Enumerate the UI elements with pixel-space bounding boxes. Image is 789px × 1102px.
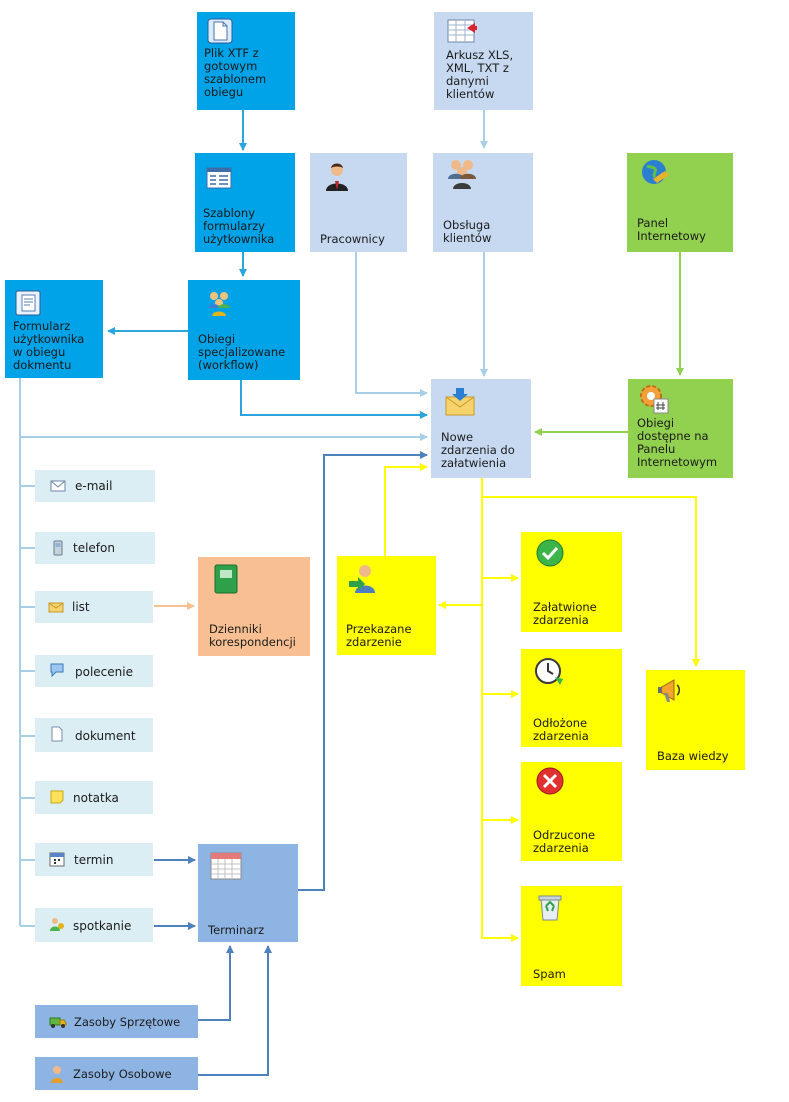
new-mail-icon xyxy=(445,388,475,416)
panel-label: Panel Internetowy xyxy=(637,216,706,243)
obiegi-spec-label: Obiegi specjalizowane (workflow) xyxy=(198,332,286,372)
trash-icon xyxy=(538,895,562,921)
form-document-icon xyxy=(15,290,41,316)
terminarz-label: Terminarz xyxy=(208,923,265,937)
zasoby-sprzetowe-box: Zasoby Sprzętowe xyxy=(35,1005,198,1038)
clock-icon xyxy=(535,658,563,685)
cancel-icon xyxy=(536,767,564,795)
channel-polecenie: polecenie xyxy=(35,655,153,687)
obsluga-label: Obsługa klientów xyxy=(443,218,492,245)
arrow-terminarz-nowe xyxy=(298,451,428,891)
megaphone-icon xyxy=(658,679,680,702)
channel-dokument-label: dokument xyxy=(75,729,136,743)
arrow-osobowe-terminarz xyxy=(198,945,272,1076)
szablony-box: Szablony formularzy użytkownika xyxy=(195,153,295,252)
odrzucone-label: Odrzucone zdarzenia xyxy=(533,828,596,855)
trunk-branches xyxy=(20,485,35,927)
nowe-box: Nowe zdarzenia do załatwienia xyxy=(431,379,531,478)
channel-polecenie-label: polecenie xyxy=(75,665,133,679)
channel-dokument: dokument xyxy=(35,718,153,752)
arrow-pracownicy-nowe xyxy=(355,252,428,397)
document-icon xyxy=(207,18,233,44)
users-group-icon xyxy=(208,292,230,316)
plik-xtf-box: Plik XTF z gotowym szablonem obiegu xyxy=(197,12,295,110)
arrow-obiegi-nowe xyxy=(240,380,428,419)
odlozone-box: Odłożone zdarzenia xyxy=(521,649,622,747)
odrzucone-box: Odrzucone zdarzenia xyxy=(521,762,622,861)
calendar-day-icon xyxy=(49,852,65,867)
channel-termin: termin xyxy=(35,843,153,876)
channel-telefon: telefon xyxy=(35,532,155,564)
plik-xtf-label: Plik XTF z gotowym szablonem obiegu xyxy=(204,46,267,99)
spam-box: Spam xyxy=(521,886,622,986)
channel-spotkanie-label: spotkanie xyxy=(73,919,132,933)
arrow-to-baza xyxy=(482,496,700,667)
formularz-label: Formularz użytkownika w obiegu dokmentu xyxy=(13,319,85,372)
arrow-przekazane-nowe xyxy=(384,463,428,556)
truck-icon xyxy=(49,1017,67,1028)
spam-label: Spam xyxy=(533,967,566,981)
calendar-icon xyxy=(210,852,242,880)
formularz-box: Formularz użytkownika w obiegu dokmentu xyxy=(5,280,103,378)
przekazane-label: Przekazane zdarzenie xyxy=(346,622,412,649)
obiegi-spec-box: Obiegi specjalizowane (workflow) xyxy=(188,280,300,380)
journal-icon xyxy=(214,564,238,594)
channel-email: e-mail xyxy=(35,470,155,502)
document-small-icon xyxy=(51,726,63,742)
customers-icon xyxy=(448,160,476,189)
settings-web-icon xyxy=(640,385,669,414)
baza-label: Baza wiedzy xyxy=(657,749,729,763)
panel-box: Panel Internetowy xyxy=(627,153,733,252)
channel-spotkanie: spotkanie xyxy=(35,908,153,942)
channel-notatka: notatka xyxy=(35,781,153,814)
note-icon xyxy=(50,790,64,804)
spreadsheet-icon xyxy=(447,19,477,43)
zalatwione-label: Załatwione zdarzenia xyxy=(533,600,597,627)
zasoby-osobowe-label: Zasoby Osobowe xyxy=(73,1067,172,1081)
phone-icon xyxy=(53,540,63,556)
baza-box: Baza wiedzy xyxy=(646,670,745,770)
channel-telefon-label: telefon xyxy=(73,541,115,555)
zasoby-osobowe-box: Zasoby Osobowe xyxy=(35,1057,198,1090)
globe-icon xyxy=(642,160,669,184)
channel-notatka-label: notatka xyxy=(73,791,119,805)
odlozone-label: Odłożone zdarzenia xyxy=(533,716,589,743)
arrow-sprzetowe-terminarz xyxy=(198,945,234,1021)
arkusz-label: Arkusz XLS, XML, TXT z danymi klientów xyxy=(446,48,514,101)
person-icon xyxy=(51,1066,63,1083)
meeting-icon xyxy=(50,918,64,931)
przekazane-box: Przekazane zdarzenie xyxy=(337,556,436,655)
dzienniki-label: Dzienniki korespondencji xyxy=(209,622,296,649)
obiegi-panel-box: Obiegi dostępne na Panelu Internetowym xyxy=(628,379,733,478)
obiegi-panel-label: Obiegi dostępne na Panelu Internetowym xyxy=(637,416,718,469)
obsluga-box: Obsługa klientów xyxy=(433,153,533,252)
zasoby-sprzetowe-label: Zasoby Sprzętowe xyxy=(74,1015,181,1029)
letter-icon xyxy=(48,602,64,613)
pracownicy-label: Pracownicy xyxy=(320,232,385,246)
channel-list: list xyxy=(35,591,153,623)
zalatwione-box: Załatwione zdarzenia xyxy=(521,532,622,632)
speech-bubble-icon xyxy=(50,663,64,678)
channel-email-label: e-mail xyxy=(75,479,113,493)
arkusz-box: Arkusz XLS, XML, TXT z danymi klientów xyxy=(434,12,533,110)
channel-termin-label: termin xyxy=(74,853,114,867)
employee-icon xyxy=(326,163,348,191)
forward-user-icon xyxy=(349,565,375,593)
check-icon xyxy=(536,539,564,567)
channel-list-label: list xyxy=(72,600,90,614)
szablony-label: Szablony formularzy użytkownika xyxy=(203,206,275,246)
pracownicy-box: Pracownicy xyxy=(310,153,407,252)
terminarz-box: Terminarz xyxy=(198,844,298,942)
form-template-icon xyxy=(206,167,232,189)
nowe-label: Nowe zdarzenia do załatwienia xyxy=(441,430,515,470)
dzienniki-box: Dzienniki korespondencji xyxy=(198,557,310,656)
email-icon xyxy=(50,480,66,492)
